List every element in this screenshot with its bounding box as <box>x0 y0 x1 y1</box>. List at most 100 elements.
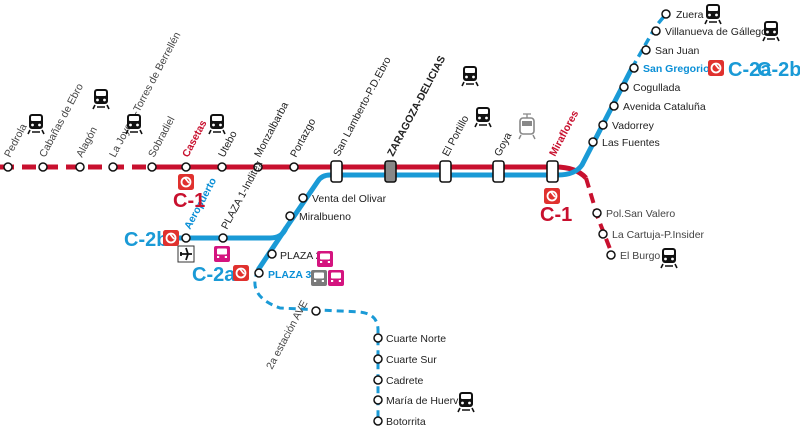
station-venta-olivar[interactable] <box>298 193 308 203</box>
label-delicias: ZARAGOZA-DELICIAS <box>385 54 448 159</box>
label-san-juan: San Juan <box>655 45 700 57</box>
station-san-juan[interactable] <box>641 45 651 55</box>
tram-icon <box>518 113 536 140</box>
renfe-logo-icon <box>232 264 250 282</box>
train-icon <box>92 88 110 110</box>
train-icon <box>461 65 479 87</box>
label-san-lamberto: San Lamberto-P.D.Ebro <box>331 55 394 159</box>
label-avenida-cataluna: Avenida Cataluña <box>623 101 706 113</box>
train-icon <box>704 3 722 25</box>
renfe-logo-icon <box>177 173 195 191</box>
station-cuarte-norte[interactable] <box>373 333 383 343</box>
station-casetas[interactable] <box>181 162 191 172</box>
label-miraflores: Miraflores <box>547 108 581 158</box>
label-la-joyosa: La Joyosa-Torres de Berrellén <box>107 30 183 159</box>
renfe-logo-icon <box>707 59 725 77</box>
label-monzalbarba: Monzalbarba <box>252 100 291 159</box>
label-vadorrey: Vadorrey <box>612 120 655 132</box>
station-plaza2[interactable] <box>267 249 277 259</box>
station-la-joyosa[interactable] <box>108 162 118 172</box>
line-c2 <box>176 12 668 424</box>
label-portazgo: Portazgo <box>288 117 318 160</box>
line-label-c1-right: C-1 <box>540 204 572 226</box>
line-label-c1-left: C-1 <box>173 190 205 212</box>
stations-c2-west <box>181 193 383 426</box>
station-ave[interactable] <box>311 306 321 316</box>
train-icon <box>27 113 45 135</box>
station-cabanas[interactable] <box>38 162 48 172</box>
label-la-cartuja: La Cartuja-P.Insider <box>612 229 705 241</box>
label-utebo: Utebo <box>216 129 240 160</box>
label-cogullada: Cogullada <box>633 82 680 94</box>
label-maria-huerva: María de Huerva <box>386 395 464 407</box>
station-pedrola[interactable] <box>3 162 13 172</box>
station-plaza1[interactable] <box>218 233 228 243</box>
train-icon <box>474 106 492 128</box>
station-villanueva[interactable] <box>651 26 661 36</box>
label-el-portillo: El Portillo <box>440 113 471 158</box>
bus-icon <box>214 246 230 262</box>
label-san-gregorio: San Gregorio <box>643 63 710 75</box>
station-el-portillo[interactable] <box>439 160 452 183</box>
station-maria-huerva[interactable] <box>373 395 383 405</box>
station-goya[interactable] <box>492 160 505 183</box>
line-label-c2b-right: C-2b <box>757 59 800 81</box>
station-las-fuentes[interactable] <box>588 137 598 147</box>
line-labels: C-1 C-1 C-2b C-2a C-2a C-2b <box>124 59 800 286</box>
label-goya: Goya <box>492 130 514 158</box>
station-alagon[interactable] <box>75 162 85 172</box>
station-el-burgo[interactable] <box>606 250 616 260</box>
label-botorrita: Botorrita <box>386 416 426 427</box>
label-plaza3: PLAZA 3 <box>268 269 312 281</box>
station-vadorrey[interactable] <box>598 120 608 130</box>
label-sobradiel: Sobradiel <box>146 115 177 160</box>
stations-c1-west <box>3 162 299 172</box>
station-pol-san-valero[interactable] <box>592 208 602 218</box>
label-cadrete: Cadrete <box>386 375 424 387</box>
station-cadrete[interactable] <box>373 375 383 385</box>
station-miraflores[interactable] <box>546 160 559 183</box>
train-icon <box>762 20 780 42</box>
station-la-cartuja[interactable] <box>598 229 608 239</box>
line-label-c2a-right: C-2a <box>728 59 772 81</box>
station-avenida-cataluna[interactable] <box>609 101 619 111</box>
station-sobradiel[interactable] <box>147 162 157 172</box>
label-miralbueno: Miralbueno <box>299 211 351 223</box>
label-el-burgo: El Burgo <box>620 250 660 262</box>
station-portazgo[interactable] <box>289 162 299 172</box>
station-botorrita[interactable] <box>373 416 383 426</box>
station-delicias[interactable] <box>384 160 397 183</box>
labels-c1-west: Pedrola Cabañas de Ebro Alagón La Joyosa… <box>2 30 581 371</box>
label-pedrola: Pedrola <box>2 122 30 160</box>
renfe-logo-icon <box>162 229 180 247</box>
stations-c1-south <box>592 208 616 260</box>
line-label-c2a-left: C-2a <box>192 264 236 286</box>
interchange-stations <box>330 160 559 183</box>
train-icon <box>208 113 226 135</box>
station-san-lamberto[interactable] <box>330 160 343 183</box>
train-icon <box>660 247 678 269</box>
train-icon <box>457 391 475 413</box>
label-alagon: Alagón <box>74 125 100 160</box>
station-miralbueno[interactable] <box>285 211 295 221</box>
station-cuarte-sur[interactable] <box>373 354 383 364</box>
station-cogullada[interactable] <box>619 82 629 92</box>
label-cuarte-sur: Cuarte Sur <box>386 354 437 366</box>
station-aeropuerto[interactable] <box>181 233 191 243</box>
bus-icon <box>311 270 327 286</box>
bus-icon <box>317 251 333 267</box>
station-plaza3[interactable] <box>254 268 264 278</box>
renfe-logo-icon <box>543 187 561 205</box>
station-zuera[interactable] <box>661 9 671 19</box>
bus-icon <box>328 270 344 286</box>
label-cuarte-norte: Cuarte Norte <box>386 333 446 345</box>
station-utebo[interactable] <box>217 162 227 172</box>
station-monzalbarba[interactable] <box>253 162 263 172</box>
label-pol-san-valero: Pol.San Valero <box>606 208 675 220</box>
labels-horizontal: Zuera Villanueva de Gállego San Juan San… <box>268 9 767 427</box>
label-plaza2: PLAZA 2 <box>280 250 322 262</box>
label-zuera: Zuera <box>676 9 704 21</box>
plane-icon <box>177 245 195 263</box>
station-san-gregorio[interactable] <box>629 63 639 73</box>
